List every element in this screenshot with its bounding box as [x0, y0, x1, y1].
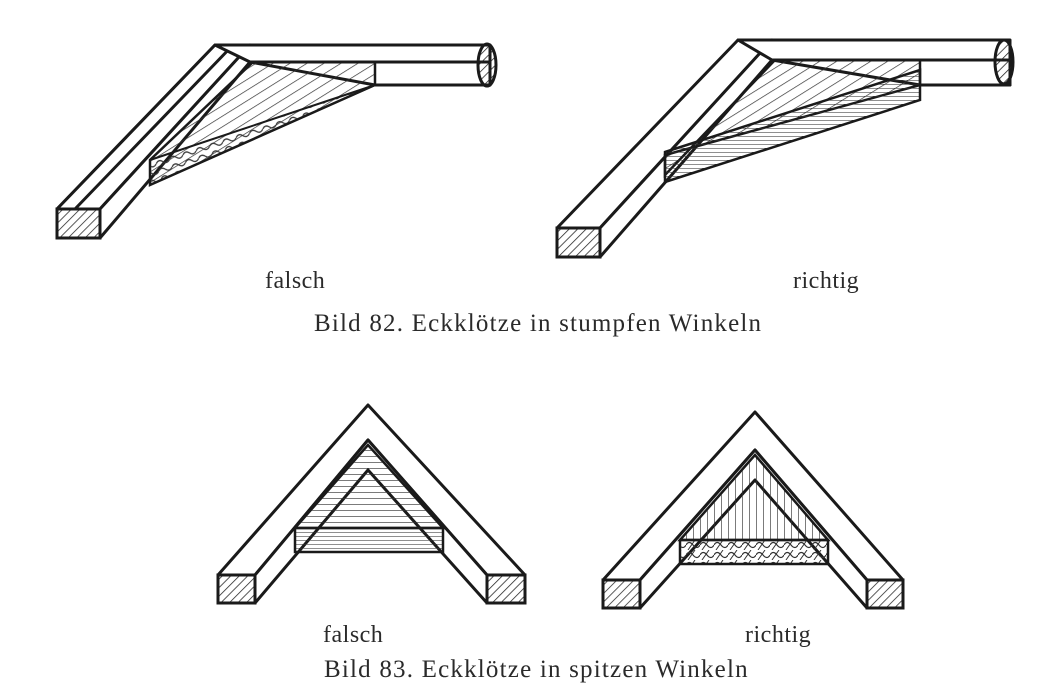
- fig83-richtig-drawing: [601, 410, 905, 610]
- fig82-label-falsch: falsch: [265, 268, 326, 294]
- fig82-falsch-beam-end: [476, 42, 498, 88]
- fig82-richtig-corner-block-face: [663, 68, 922, 184]
- fig83-richtig-left-end: [601, 578, 642, 610]
- fig83-richtig-corner-block-face: [678, 538, 830, 566]
- fig82-label-richtig: richtig: [793, 268, 860, 294]
- fig83-label-falsch: falsch: [323, 622, 384, 648]
- fig82-falsch-corner-block-face: [149, 84, 376, 187]
- fig82-caption: Bild 82. Eckklötze in stumpfen Winkeln: [314, 310, 763, 337]
- fig83-falsch-right-end: [485, 573, 527, 605]
- fig83-falsch-corner-block-face: [293, 526, 445, 554]
- fig83-falsch-drawing: [216, 403, 527, 605]
- fig83-falsch-left-end: [216, 573, 257, 605]
- fig82-richtig-beam-end: [993, 38, 1015, 86]
- fig82-falsch-strut-end: [55, 207, 102, 240]
- fig83-richtig-right-end: [865, 578, 905, 610]
- fig82-richtig-strut-end: [555, 226, 602, 259]
- fig82-richtig-drawing: [555, 38, 1015, 259]
- fig82-falsch-drawing: [55, 42, 498, 240]
- fig83-caption: Bild 83. Eckklötze in spitzen Winkeln: [324, 656, 749, 683]
- fig83-label-richtig: richtig: [745, 622, 812, 648]
